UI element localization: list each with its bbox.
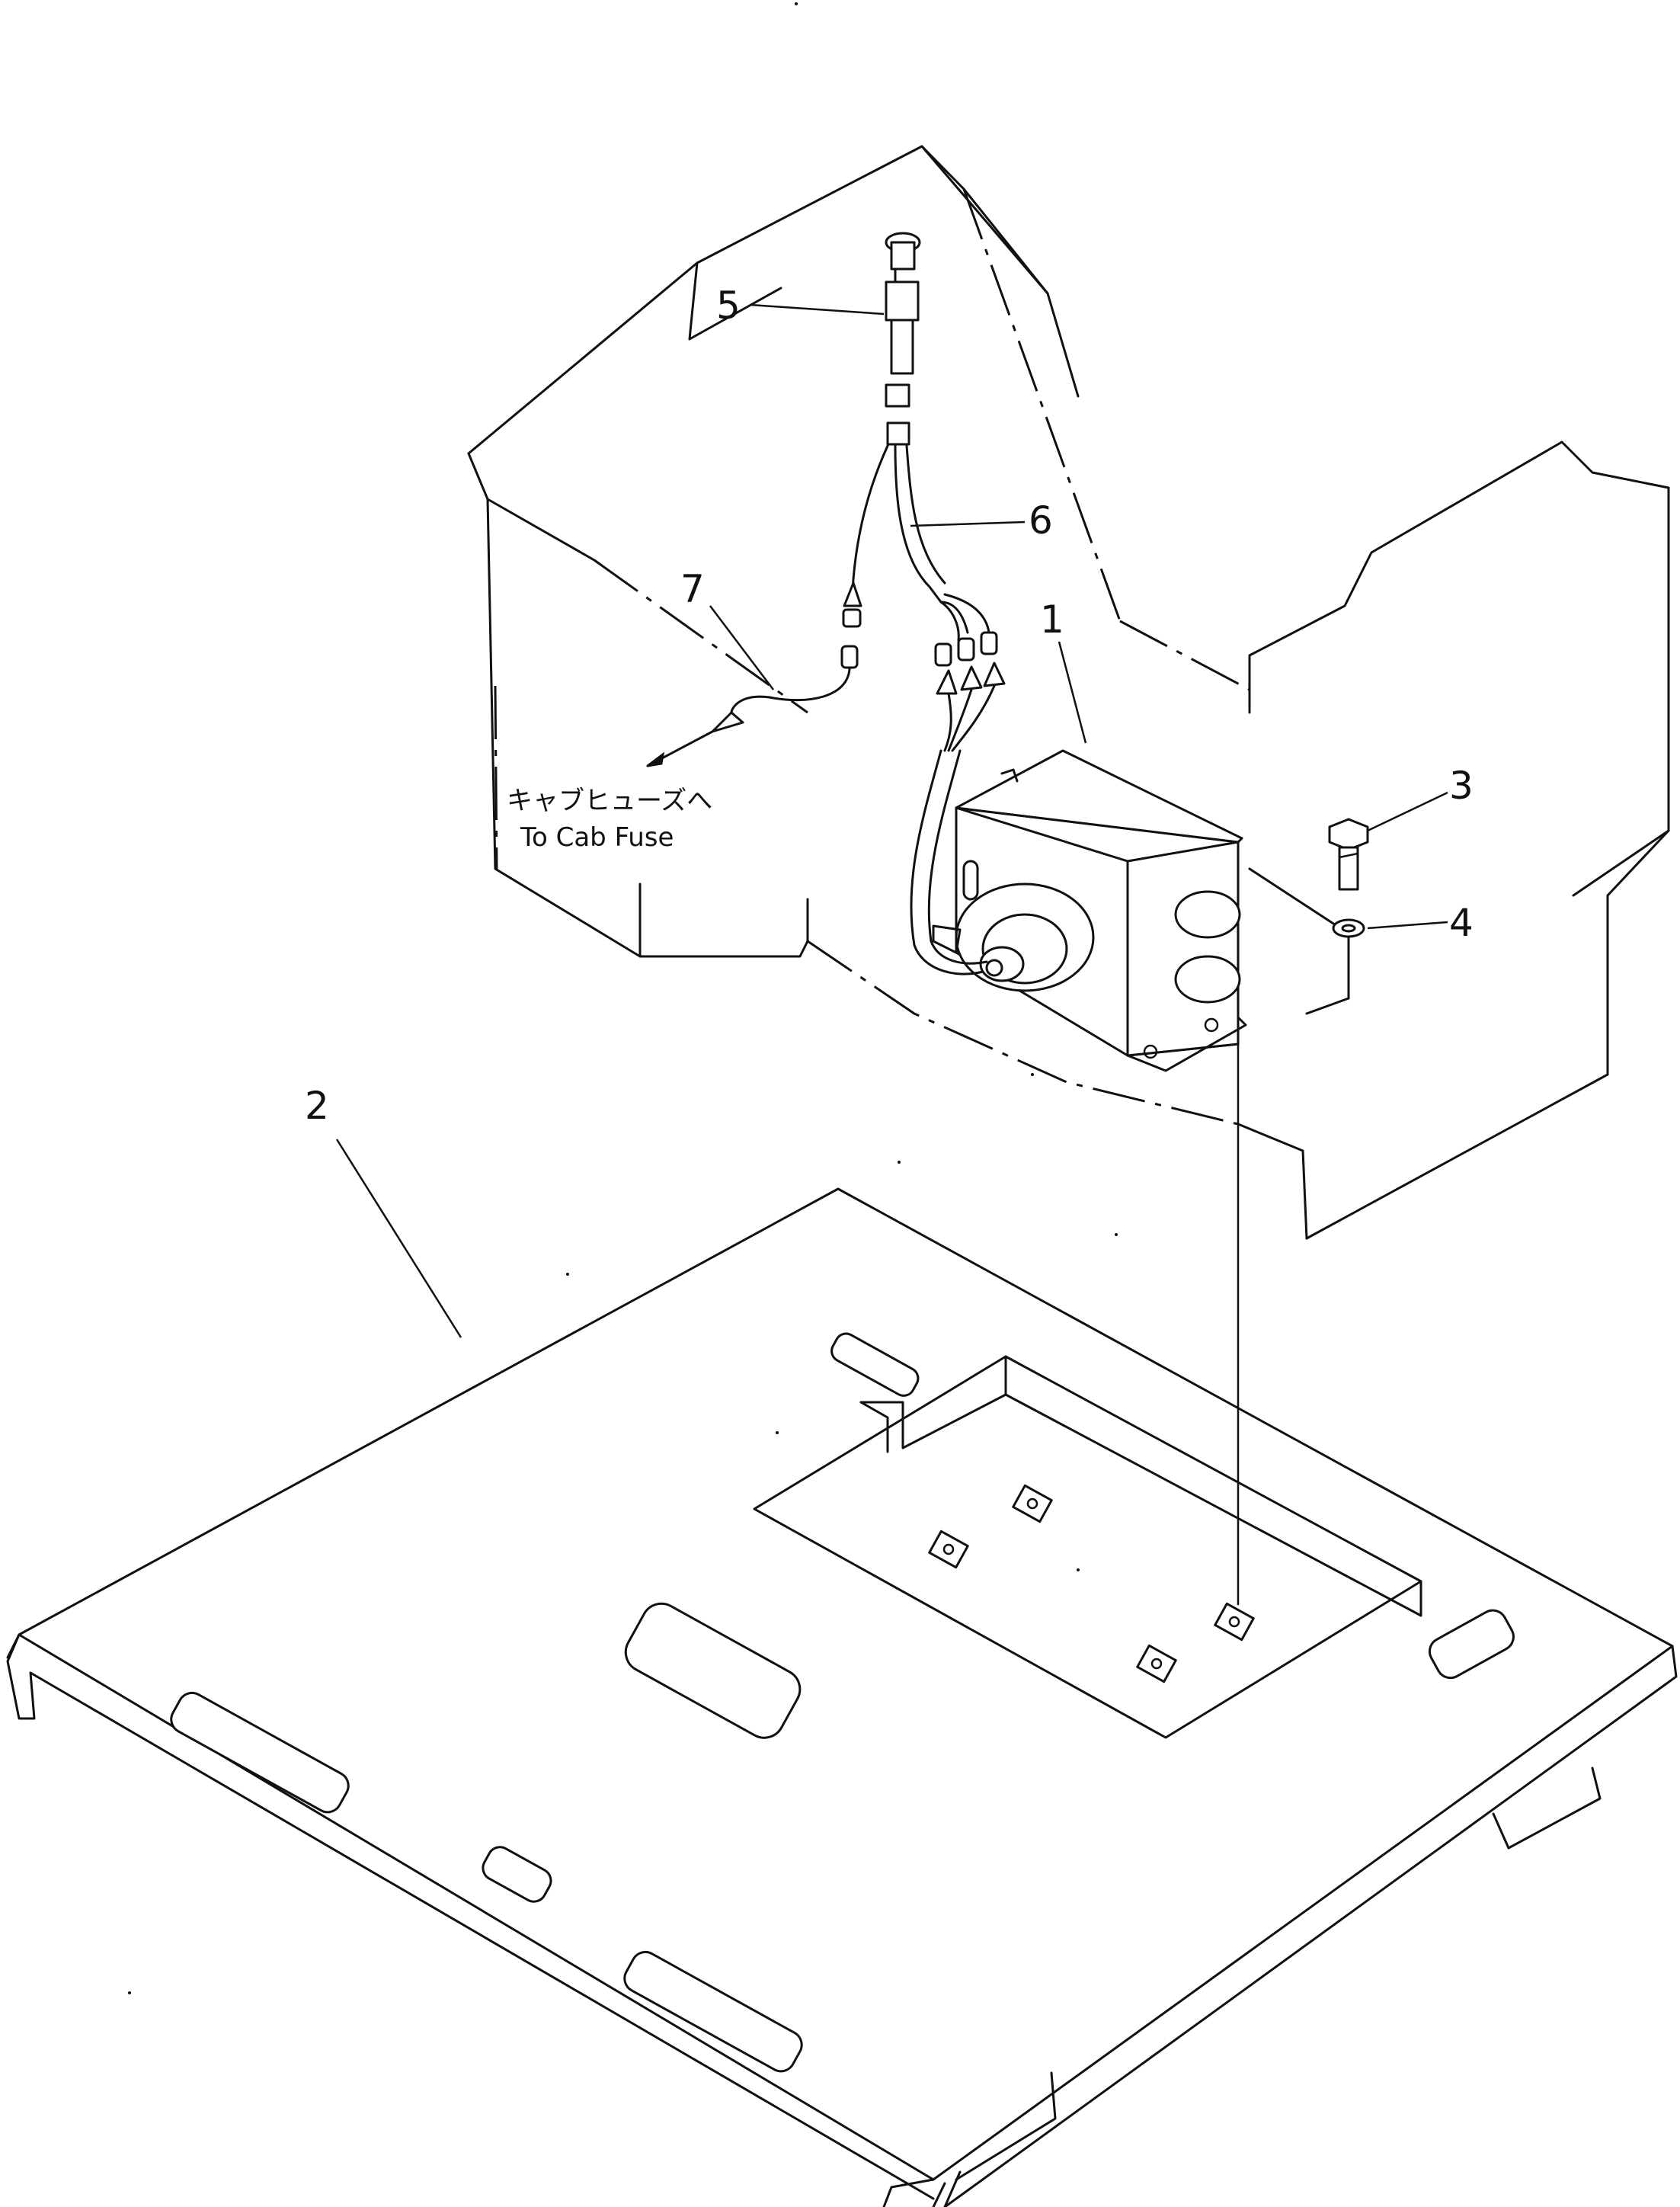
callout-3: 3 (1449, 764, 1474, 808)
cab-fuse-note: キャブヒューズへ To Cab Fuse (507, 786, 712, 853)
callout-7: 7 (680, 567, 705, 611)
weld-nut (1136, 1644, 1177, 1683)
callout-1: 1 (1040, 597, 1064, 642)
fuse-lead-wire (646, 645, 859, 767)
callout-6: 6 (1029, 498, 1053, 543)
wiring-harness (842, 421, 1006, 975)
floor-plate (6, 1187, 1678, 2207)
washer (1332, 918, 1365, 938)
note-japanese: キャブヒューズへ (507, 786, 712, 816)
leader-lines (335, 303, 1448, 1338)
callout-numbers: 5 6 1 7 3 4 2 (305, 283, 1474, 1128)
heater-unit (932, 749, 1247, 1072)
note-english: To Cab Fuse (520, 822, 674, 853)
mounting-bolt (1328, 818, 1369, 891)
callout-5: 5 (716, 283, 741, 328)
heater-switch (885, 232, 921, 408)
weld-nut (1012, 1484, 1053, 1523)
callout-4: 4 (1449, 901, 1474, 945)
weld-nut (1214, 1602, 1255, 1642)
callout-2: 2 (305, 1084, 329, 1128)
cab-console-outline (467, 145, 1670, 1240)
weld-nut (928, 1530, 969, 1569)
